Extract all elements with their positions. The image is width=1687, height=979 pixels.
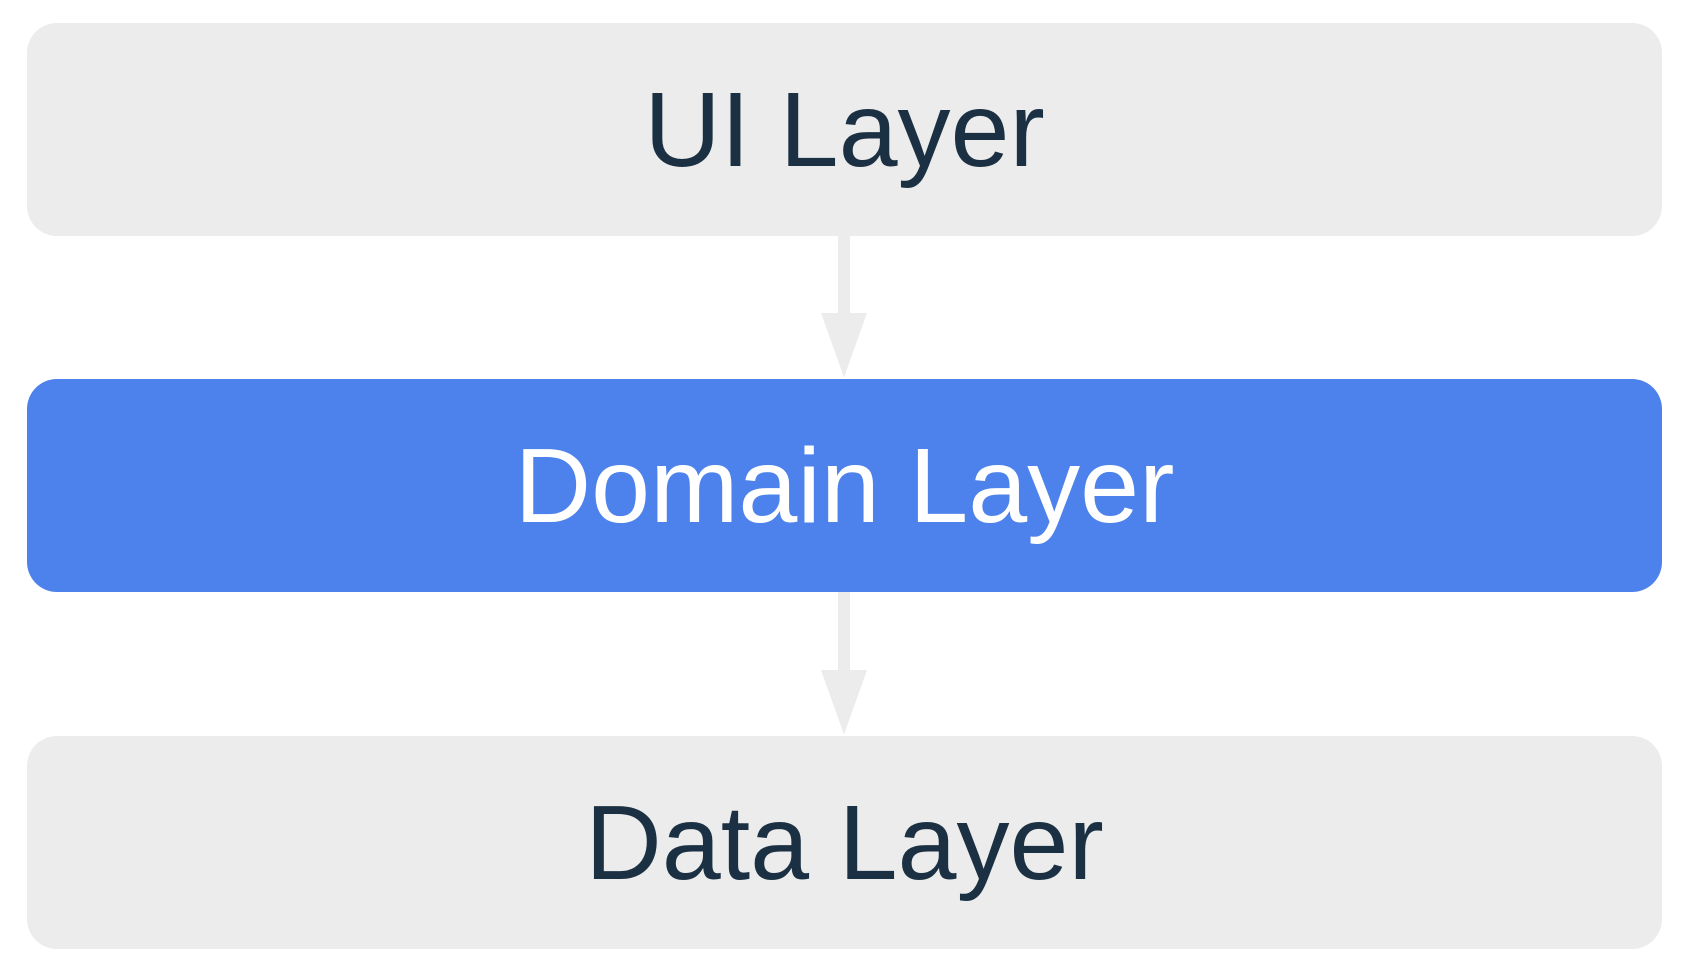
layer-label-domain: Domain Layer: [514, 426, 1175, 545]
layer-label-ui: UI Layer: [644, 70, 1045, 189]
layer-box-domain: Domain Layer: [27, 379, 1662, 592]
layer-box-data: Data Layer: [27, 736, 1662, 949]
layer-box-ui: UI Layer: [27, 23, 1662, 236]
arrow-down-icon: [821, 592, 867, 735]
layer-label-data: Data Layer: [585, 783, 1104, 902]
arrow-down-icon: [821, 236, 867, 378]
